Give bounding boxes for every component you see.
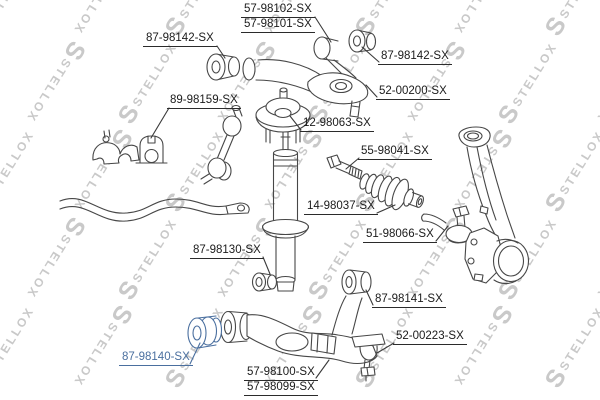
part-label-57-98101-sx[interactable]: 57-98101-SX xyxy=(241,18,315,33)
bushing-87-98142-right-drawing xyxy=(349,30,376,52)
part-label-57-98099-sx[interactable]: 57-98099-SX xyxy=(244,381,318,396)
stabilizer-link-drawing xyxy=(201,106,242,185)
bushing-87-98140-drawing[interactable] xyxy=(188,316,222,348)
bushing-87-98130-drawing xyxy=(253,273,277,291)
part-label-87-98142-sx-right[interactable]: 87-98142-SX xyxy=(378,50,452,65)
part-label-57-98102-sx[interactable]: 57-98102-SX xyxy=(241,3,315,18)
steering-boot-drawing xyxy=(355,165,428,218)
strut-mount-drawing xyxy=(256,88,310,143)
lower-ball-joint-drawing xyxy=(352,334,385,381)
steering-knuckle-drawing xyxy=(459,127,529,284)
part-label-87-98140-sx-highlighted[interactable]: 87-98140-SX xyxy=(119,351,193,366)
part-label-87-98141-sx[interactable]: 87-98141-SX xyxy=(372,293,446,308)
part-label-87-98142-sx-left[interactable]: 87-98142-SX xyxy=(143,32,217,47)
inner-tie-rod-drawing xyxy=(327,155,362,179)
part-label-52-00223-sx[interactable]: 52-00223-SX xyxy=(393,330,467,345)
stabilizer-bushing-drawing xyxy=(136,136,167,163)
bushing-87-98142-left-drawing xyxy=(207,54,240,80)
shock-absorber-drawing xyxy=(263,132,309,291)
part-label-12-98063-sx[interactable]: 12-98063-SX xyxy=(300,117,374,132)
stabilizer-bracket-drawing xyxy=(93,130,139,164)
part-label-89-98159-sx[interactable]: 89-98159-SX xyxy=(167,94,241,109)
bushing-87-98141-drawing xyxy=(342,270,356,294)
leader-lines xyxy=(151,17,448,378)
part-label-55-98041-sx[interactable]: 55-98041-SX xyxy=(358,145,432,160)
sway-bar-drawing xyxy=(60,199,249,222)
part-label-87-98130-sx[interactable]: 87-98130-SX xyxy=(190,244,264,259)
upper-control-arm-drawing xyxy=(243,37,368,117)
part-label-57-98100-sx[interactable]: 57-98100-SX xyxy=(244,366,318,381)
part-label-51-98066-sx[interactable]: 51-98066-SX xyxy=(363,228,437,243)
part-label-14-98037-sx[interactable]: 14-98037-SX xyxy=(304,200,378,215)
part-label-52-00200-sx[interactable]: 52-00200-SX xyxy=(376,85,450,100)
highlight-leader-line xyxy=(190,343,200,364)
lower-control-arm-drawing xyxy=(221,270,386,381)
